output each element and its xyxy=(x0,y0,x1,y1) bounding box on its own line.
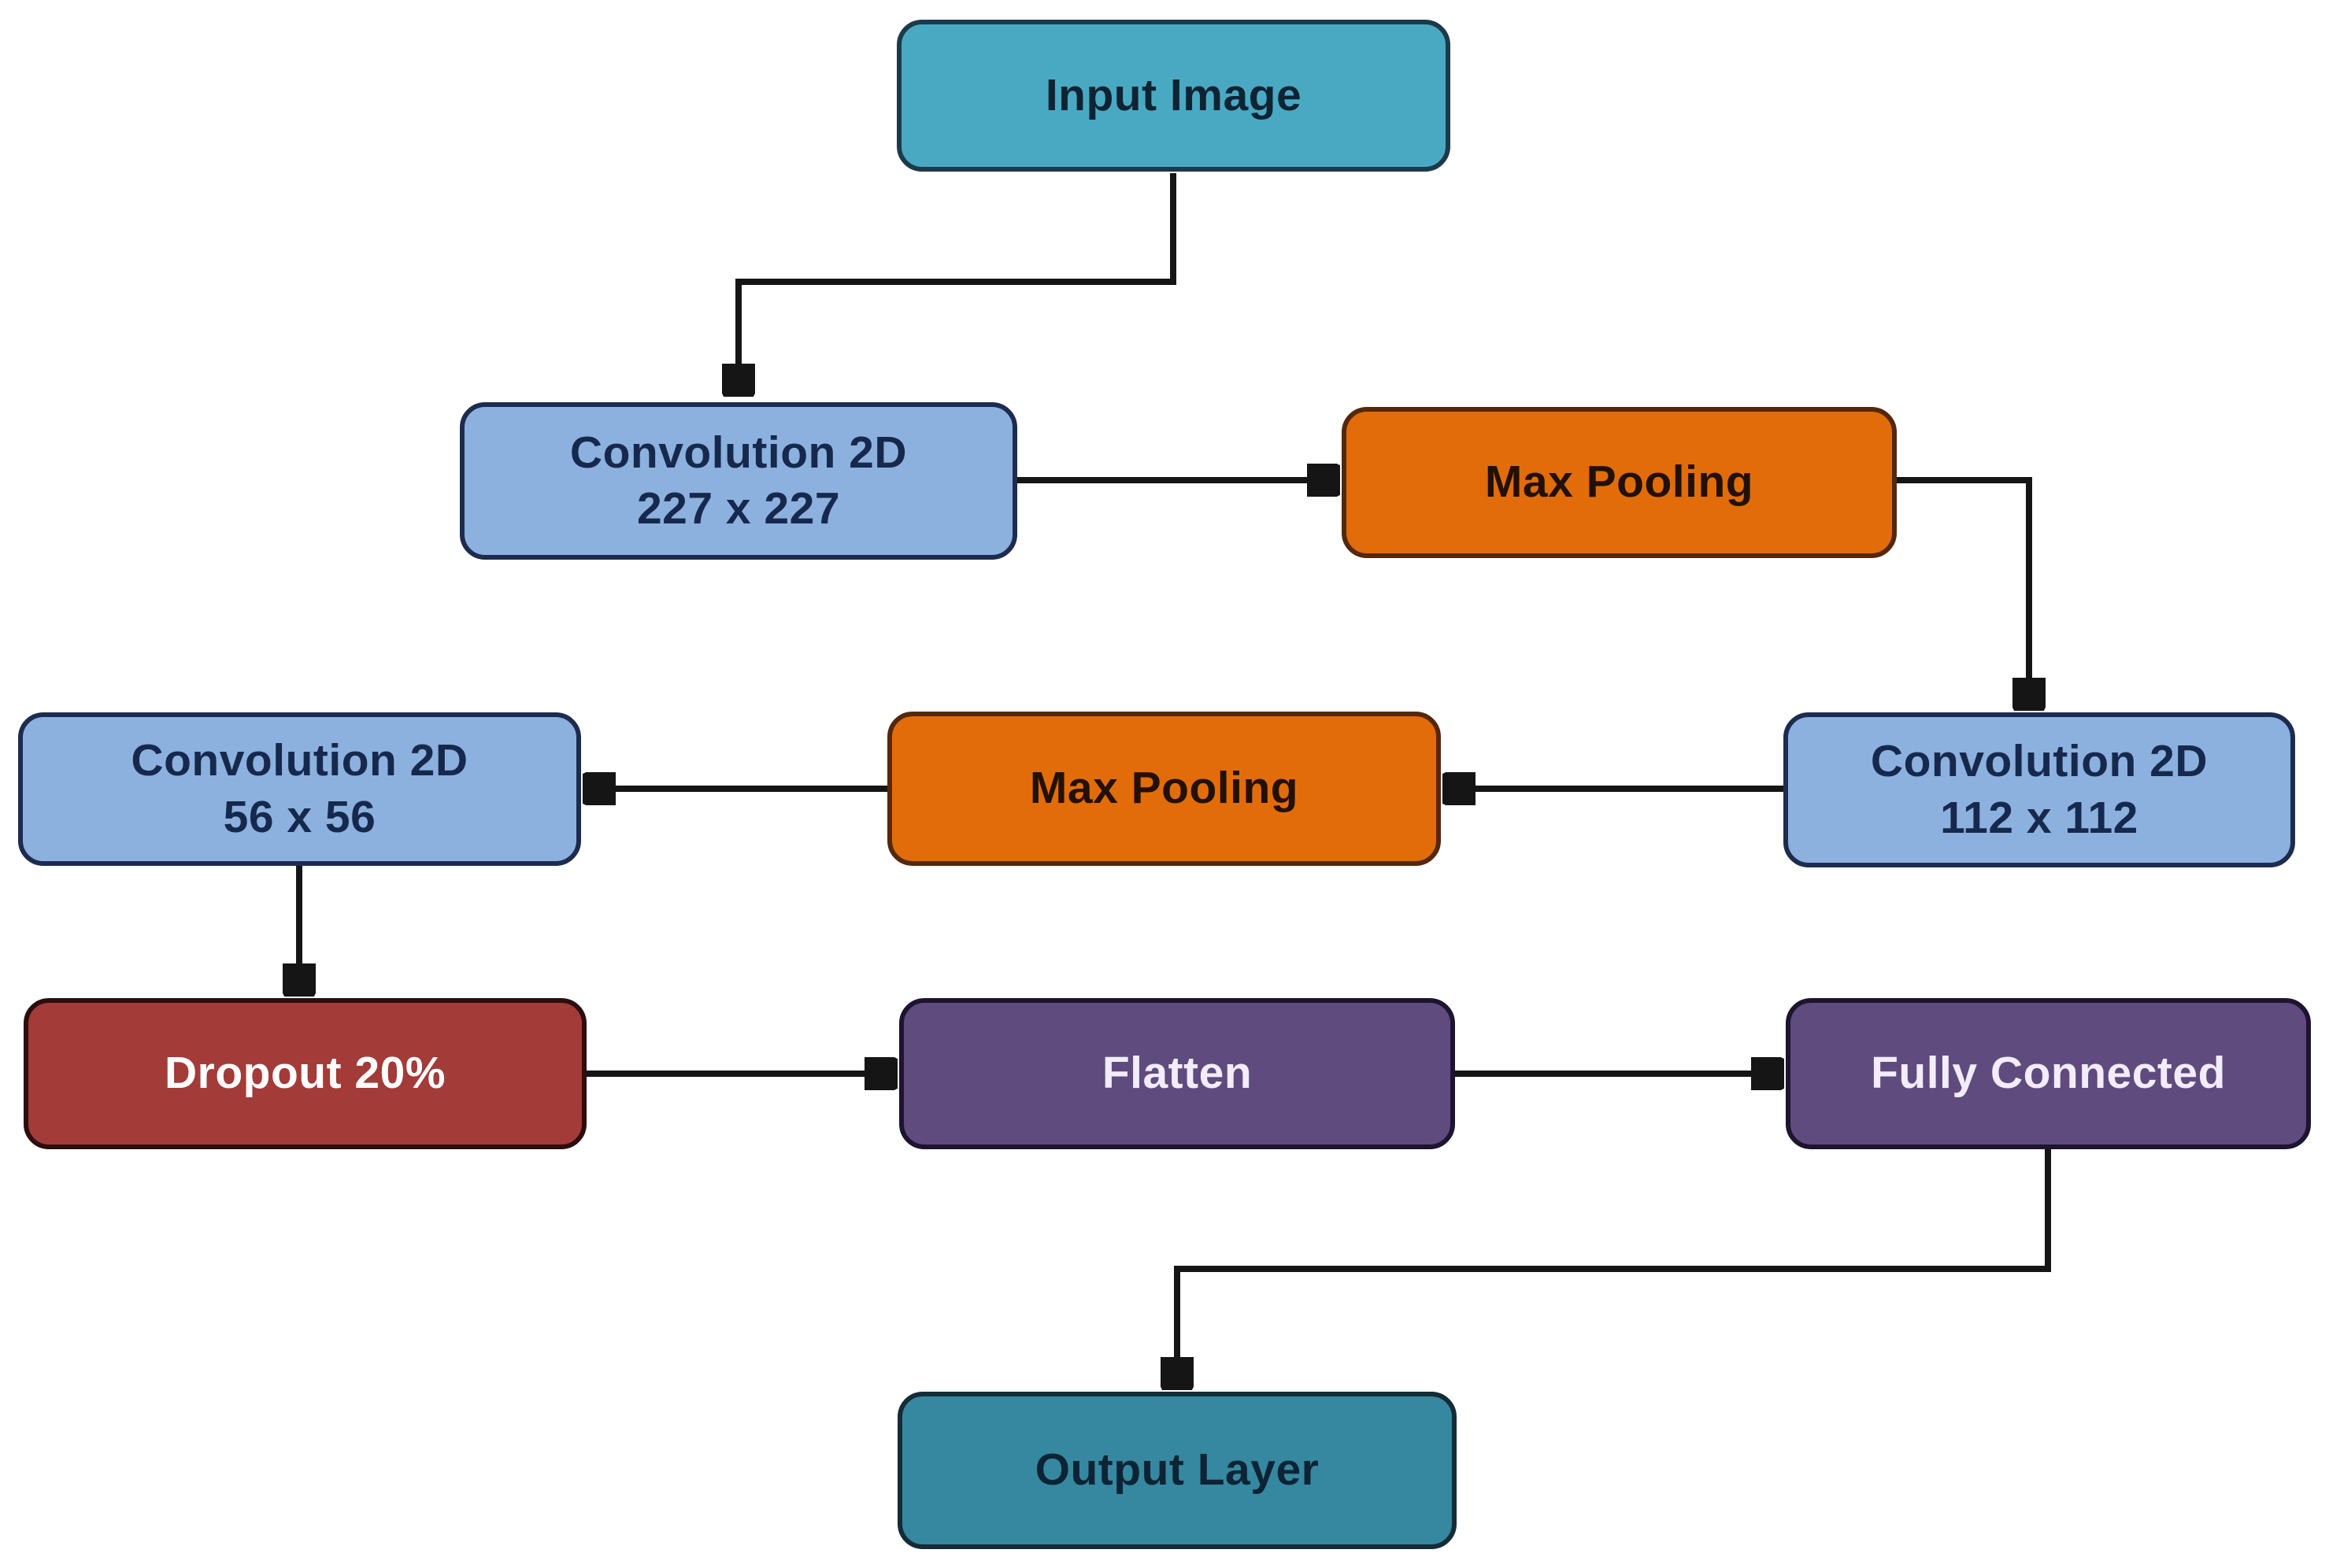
node-label: Convolution 2D xyxy=(131,735,468,786)
edge-max-pooling-1-to-conv-112 xyxy=(1897,477,2029,708)
node-convolution-2d-227: Convolution 2D 227 x 227 xyxy=(460,402,1017,560)
node-sublabel: 56 x 56 xyxy=(223,791,376,842)
node-label: Convolution 2D xyxy=(569,427,908,478)
node-input-image: Input Image xyxy=(897,20,1450,172)
node-label: Convolution 2D xyxy=(1870,736,2209,787)
node-label: Max Pooling xyxy=(1029,763,1299,814)
node-flatten: Flatten xyxy=(899,998,1455,1149)
node-max-pooling-2: Max Pooling xyxy=(887,712,1441,866)
node-convolution-2d-112: Convolution 2D 112 x 112 xyxy=(1783,712,2295,867)
node-dropout-20: Dropout 20% xyxy=(24,998,587,1149)
node-label: Output Layer xyxy=(1035,1444,1320,1496)
node-label: Flatten xyxy=(1102,1048,1253,1099)
node-sublabel: 227 x 227 xyxy=(636,483,841,534)
edge-input-image-to-conv-227 xyxy=(739,173,1176,394)
node-fully-connected: Fully Connected xyxy=(1786,998,2311,1149)
node-label: Dropout 20% xyxy=(164,1048,446,1099)
node-output-layer: Output Layer xyxy=(898,1392,1457,1549)
node-label: Max Pooling xyxy=(1484,457,1754,508)
node-sublabel: 112 x 112 xyxy=(1940,792,2138,843)
edge-fully-connected-to-output xyxy=(1177,1149,2051,1387)
node-convolution-2d-56: Convolution 2D 56 x 56 xyxy=(18,712,581,866)
node-label: Input Image xyxy=(1045,69,1302,120)
node-label: Fully Connected xyxy=(1871,1048,2226,1099)
node-max-pooling-1: Max Pooling xyxy=(1342,407,1897,558)
